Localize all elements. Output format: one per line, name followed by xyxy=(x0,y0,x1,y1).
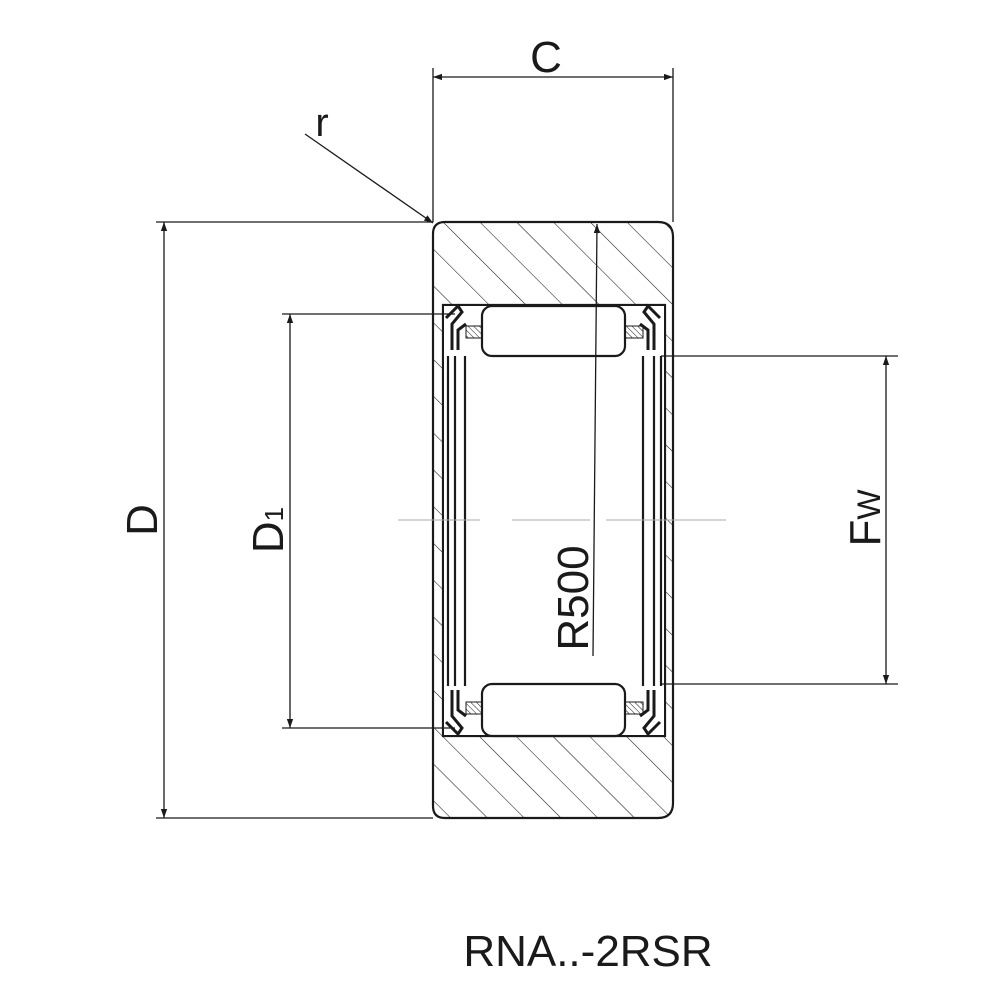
dimension-c: C xyxy=(432,33,674,222)
seals xyxy=(444,303,662,737)
roller-cage xyxy=(465,325,644,715)
label-r: r xyxy=(315,101,328,145)
label-c: C xyxy=(530,33,562,82)
label-d: D xyxy=(118,504,167,536)
dimension-fw: FW xyxy=(661,355,898,685)
inner-race xyxy=(446,356,663,686)
dimension-r: r xyxy=(304,101,434,224)
dimension-d1: D1 xyxy=(244,313,455,729)
label-fw-main: F xyxy=(841,520,890,547)
dimension-d: D xyxy=(118,221,433,819)
label-fw: FW xyxy=(841,489,890,547)
label-r500: R500 xyxy=(549,545,598,650)
label-d1-sub: 1 xyxy=(259,507,289,521)
label-d1-main: D xyxy=(244,521,293,553)
label-fw-sub: W xyxy=(851,489,887,520)
dimension-r500: R500 xyxy=(549,223,601,657)
drawing-caption: RNA..-2RSR xyxy=(463,927,712,976)
label-d1: D1 xyxy=(244,507,293,553)
